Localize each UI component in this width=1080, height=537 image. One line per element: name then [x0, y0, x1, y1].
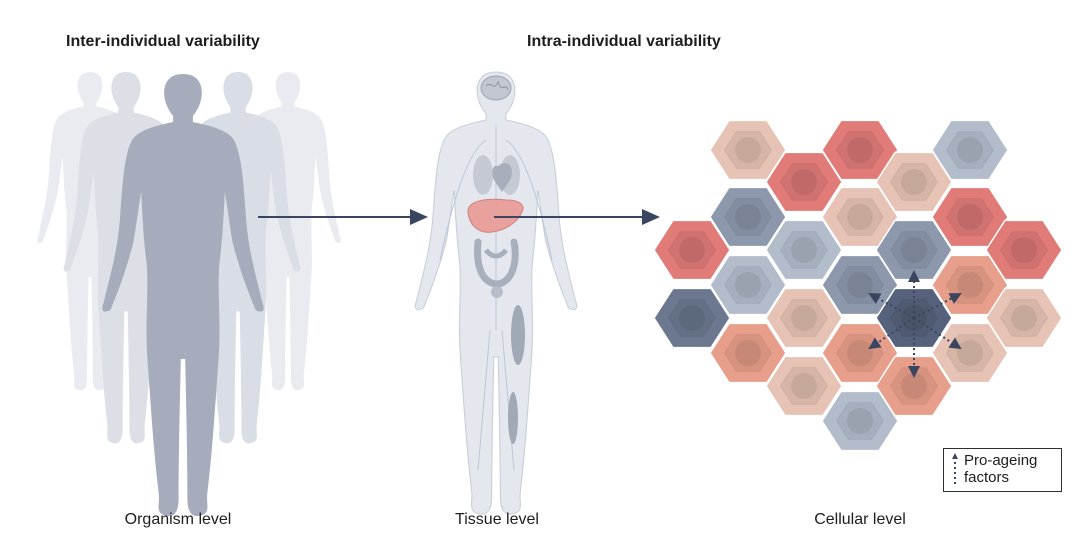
cell-1-nucleus	[735, 137, 761, 163]
cell-15-nucleus	[957, 272, 983, 298]
legend-label-line2: factors	[964, 469, 1010, 486]
cell-19-nucleus	[1011, 305, 1037, 331]
cell-7-inner	[835, 198, 885, 236]
cell-24-nucleus	[901, 373, 927, 399]
cell-22-nucleus	[957, 340, 983, 366]
heading-intra-individual: Intra-individual variability	[527, 33, 721, 50]
cell-3-inner	[945, 131, 995, 169]
cell-2-nucleus	[847, 137, 873, 163]
cell-23-inner	[779, 367, 829, 405]
caption-cellular-level: Cellular level	[814, 511, 906, 528]
thigh-muscle-icon	[511, 305, 525, 365]
cell-13-nucleus	[735, 272, 761, 298]
cell-24-inner	[889, 367, 939, 405]
heading-inter-individual: Inter-individual variability	[66, 33, 260, 50]
cell-17-inner	[779, 299, 829, 337]
cell-grid	[653, 119, 1063, 452]
cell-9-nucleus	[679, 237, 705, 263]
legend-label-line1: Pro-ageing	[964, 452, 1038, 469]
cell-11-nucleus	[901, 237, 927, 263]
cell-10-inner	[779, 231, 829, 269]
cell-9-inner	[667, 231, 717, 269]
cell-12-inner	[999, 231, 1049, 269]
pro-ageing-arrow-lower-right	[913, 317, 962, 350]
cell-16-inner	[667, 299, 717, 337]
cell-21-nucleus	[847, 340, 873, 366]
cell-19-inner	[999, 299, 1049, 337]
cell-3-nucleus	[957, 137, 983, 163]
pro-ageing-arrow-lower-left	[868, 317, 915, 350]
cell-25-nucleus	[847, 408, 873, 434]
cell-6-nucleus	[735, 204, 761, 230]
cell-25-inner	[835, 402, 885, 440]
cell-2-inner	[835, 131, 885, 169]
cell-20-inner	[723, 334, 773, 372]
pro-ageing-arrows	[868, 270, 962, 378]
pro-ageing-arrow-upper-left	[868, 293, 915, 319]
intestine-icon	[474, 238, 519, 288]
calf-muscle-icon	[508, 392, 518, 444]
cell-11-inner	[889, 231, 939, 269]
anatomy-figure	[414, 71, 578, 515]
legend-box: Pro-ageing factors	[943, 448, 1062, 492]
cell-23-nucleus	[791, 373, 817, 399]
cell-13-inner	[723, 266, 773, 304]
cell-6-inner	[723, 198, 773, 236]
cell-4-nucleus	[791, 169, 817, 195]
cell-10-nucleus	[791, 237, 817, 263]
cell-4-inner	[779, 163, 829, 201]
caption-tissue-level: Tissue level	[455, 511, 539, 528]
heart-icon	[492, 162, 512, 192]
brain-icon	[480, 75, 512, 101]
cell-12-nucleus	[1011, 237, 1037, 263]
cell-20-nucleus	[735, 340, 761, 366]
cell-7-nucleus	[847, 204, 873, 230]
cell-14-nucleus	[847, 272, 873, 298]
cell-5-inner	[889, 163, 939, 201]
left-lung-icon	[473, 155, 493, 195]
pro-ageing-arrow-upper-right	[913, 293, 962, 319]
dotted-arrow-legend-icon	[952, 453, 958, 487]
cell-5-nucleus	[901, 169, 927, 195]
cell-8-inner	[945, 198, 995, 236]
silhouette-group	[37, 72, 341, 517]
caption-organism-level: Organism level	[124, 511, 232, 528]
cell-8-nucleus	[957, 204, 983, 230]
cell-17-nucleus	[791, 305, 817, 331]
cell-1-inner	[723, 131, 773, 169]
liver-icon	[467, 198, 524, 233]
cell-16-nucleus	[679, 305, 705, 331]
bladder-icon	[491, 286, 503, 298]
